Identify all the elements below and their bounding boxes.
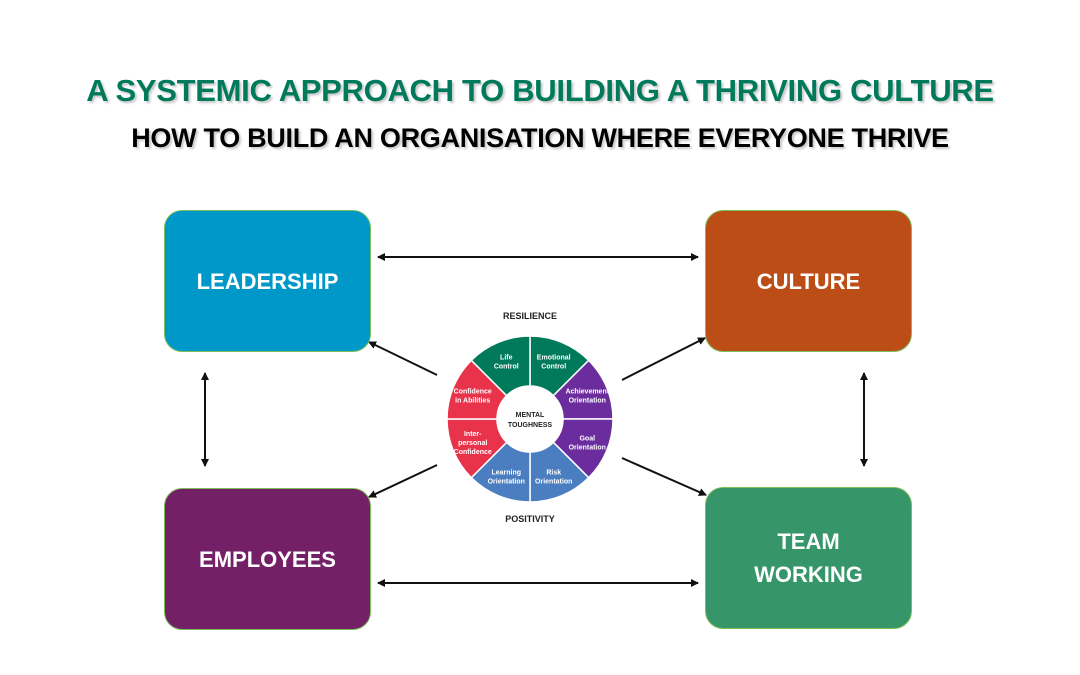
wheel-segment-label: personal [458,440,487,447]
wheel-top-label: RESILIENCE [503,311,557,321]
wheel-segment-label: Goal [579,436,595,443]
arrow-to-employees [368,464,438,498]
employees-label: EMPLOYEES [199,546,336,572]
arrow-to-leadership [368,341,438,376]
arrow-to-team [621,457,707,496]
culture-label: CULTURE [756,268,861,294]
wheel-segment-label: Orientation [535,478,572,485]
team-working-box: TEAM WORKING [705,487,912,629]
wheel-segment-label: Orientation [569,445,606,452]
wheel-segment-label: Achievement [565,388,609,395]
mental-toughness-wheel: EmotionalControlAchievementOrientationGo… [446,335,614,503]
leadership-box: LEADERSHIP [164,210,371,352]
employees-box: EMPLOYEES [164,488,371,630]
wheel-segment-label: Risk [546,469,561,476]
arrow-to-culture [621,337,706,381]
wheel-segment-label: Inter- [464,431,482,438]
culture-box: CULTURE [705,210,912,352]
wheel-segment-label: Confidence [454,449,492,456]
wheel-segment-label: Learning [491,469,521,476]
team-working-label: TEAM WORKING [754,529,863,587]
wheel-center-label: TOUGHNESS [508,422,553,429]
leadership-label: LEADERSHIP [196,268,339,294]
wheel-segment-label: Emotional [537,355,571,362]
wheel-center-label: MENTAL [516,412,545,419]
subtitle: HOW TO BUILD AN ORGANISATION WHERE EVERY… [131,123,949,153]
wheel-segment-label: Life [500,355,513,362]
wheel-segment-label: Orientation [569,397,606,404]
wheel-segment-label: Control [541,364,566,371]
wheel-segment-label: in Abilities [455,397,490,404]
wheel-center [497,386,563,452]
wheel-segment-label: Control [494,364,519,371]
wheel-segment-label: Orientation [488,478,525,485]
main-title: A SYSTEMIC APPROACH TO BUILDING A THRIVI… [86,73,994,108]
wheel-segment-label: Confidence [454,388,492,395]
wheel-bottom-label: POSITIVITY [505,514,555,524]
